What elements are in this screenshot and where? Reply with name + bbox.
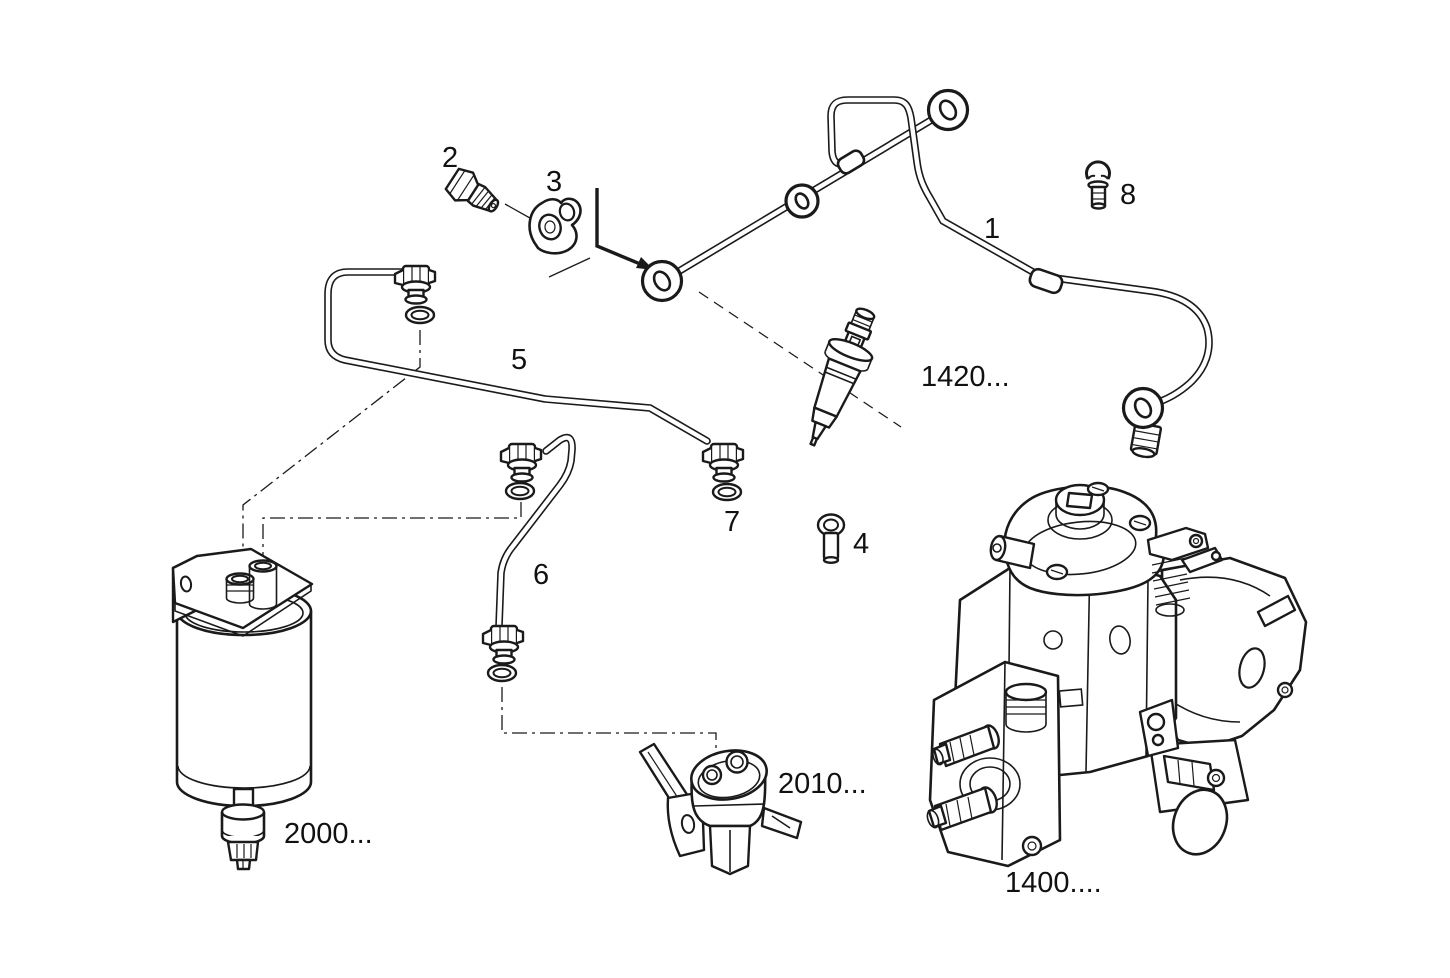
pump-outlet-port: [725, 750, 749, 774]
centerline-pipe5-to-filter: [242, 330, 421, 576]
filter-outlet-port: [248, 559, 278, 610]
pipe-fitting: [393, 264, 437, 305]
leader-part3-tail: [548, 257, 591, 278]
pump-hose-fitting: [932, 724, 1000, 768]
callout-injection-pump-group[interactable]: 1400....: [1005, 867, 1102, 899]
centerline-pipe6-to-pump: [501, 687, 717, 759]
distributor-head: [1171, 788, 1229, 856]
fuel-lift-pump-2010: [638, 742, 803, 876]
banjo-bolt-part-2: [444, 167, 500, 213]
callout-lift-pump-group[interactable]: 2010...: [778, 768, 867, 800]
callouts: 2 3 1 8 5 6 7 4 1420... 2000... 2010... …: [284, 142, 1136, 899]
shutoff-solenoid: [1162, 754, 1216, 792]
pipe-fitting: [499, 442, 543, 483]
seal-washer: [404, 305, 436, 325]
leader-lines: [242, 188, 902, 759]
seal-washer: [504, 481, 536, 501]
leader-banjo-to-injector: [698, 291, 902, 428]
pump-inlet-port: [701, 764, 723, 786]
callout-injector-group[interactable]: 1420...: [921, 361, 1010, 393]
callout-3[interactable]: 3: [546, 166, 562, 198]
callout-5[interactable]: 5: [511, 344, 527, 376]
injection-pump-1400: [926, 481, 1308, 868]
pipe-ferrule: [1028, 267, 1064, 295]
banjo-union: [926, 88, 970, 132]
pump-hose-fitting: [926, 786, 998, 832]
banjo-union: [1121, 386, 1165, 430]
callout-fuel-filter-group[interactable]: 2000...: [284, 818, 373, 850]
fuel-pipe-part-6: [481, 433, 576, 683]
banjo-union: [784, 183, 820, 219]
callout-8[interactable]: 8: [1120, 179, 1136, 211]
centerline-pipe6-to-filter: [262, 502, 522, 562]
banjo-union: [640, 259, 684, 303]
callout-2[interactable]: 2: [442, 142, 458, 174]
pipe-clamp-part-3: [528, 197, 582, 255]
injector-1420: [809, 307, 876, 447]
fuel-filter-2000: [171, 547, 314, 871]
leader-arrow-line: [595, 188, 646, 268]
injector-pipe-part-1: [640, 88, 1213, 459]
callout-4[interactable]: 4: [853, 528, 869, 560]
seal-washer: [486, 663, 518, 683]
clip-part-8: [1085, 160, 1111, 210]
bolt-part-4: [816, 513, 846, 565]
filter-inlet-port: [225, 572, 255, 604]
seal-washer-part-7: [711, 482, 743, 502]
pipe-fitting: [481, 624, 525, 665]
callout-1[interactable]: 1: [984, 213, 1000, 245]
callout-6[interactable]: 6: [533, 559, 549, 591]
governor-cover: [989, 481, 1166, 597]
fuel-pipe-part-5: [324, 264, 745, 502]
filter-drain-valve: [220, 787, 266, 871]
pump-front-face: [926, 660, 1062, 868]
governor-linkage: [1146, 526, 1224, 617]
pipe-ferrule: [836, 149, 866, 175]
pipe-fitting: [701, 442, 745, 483]
callout-7[interactable]: 7: [724, 506, 740, 538]
